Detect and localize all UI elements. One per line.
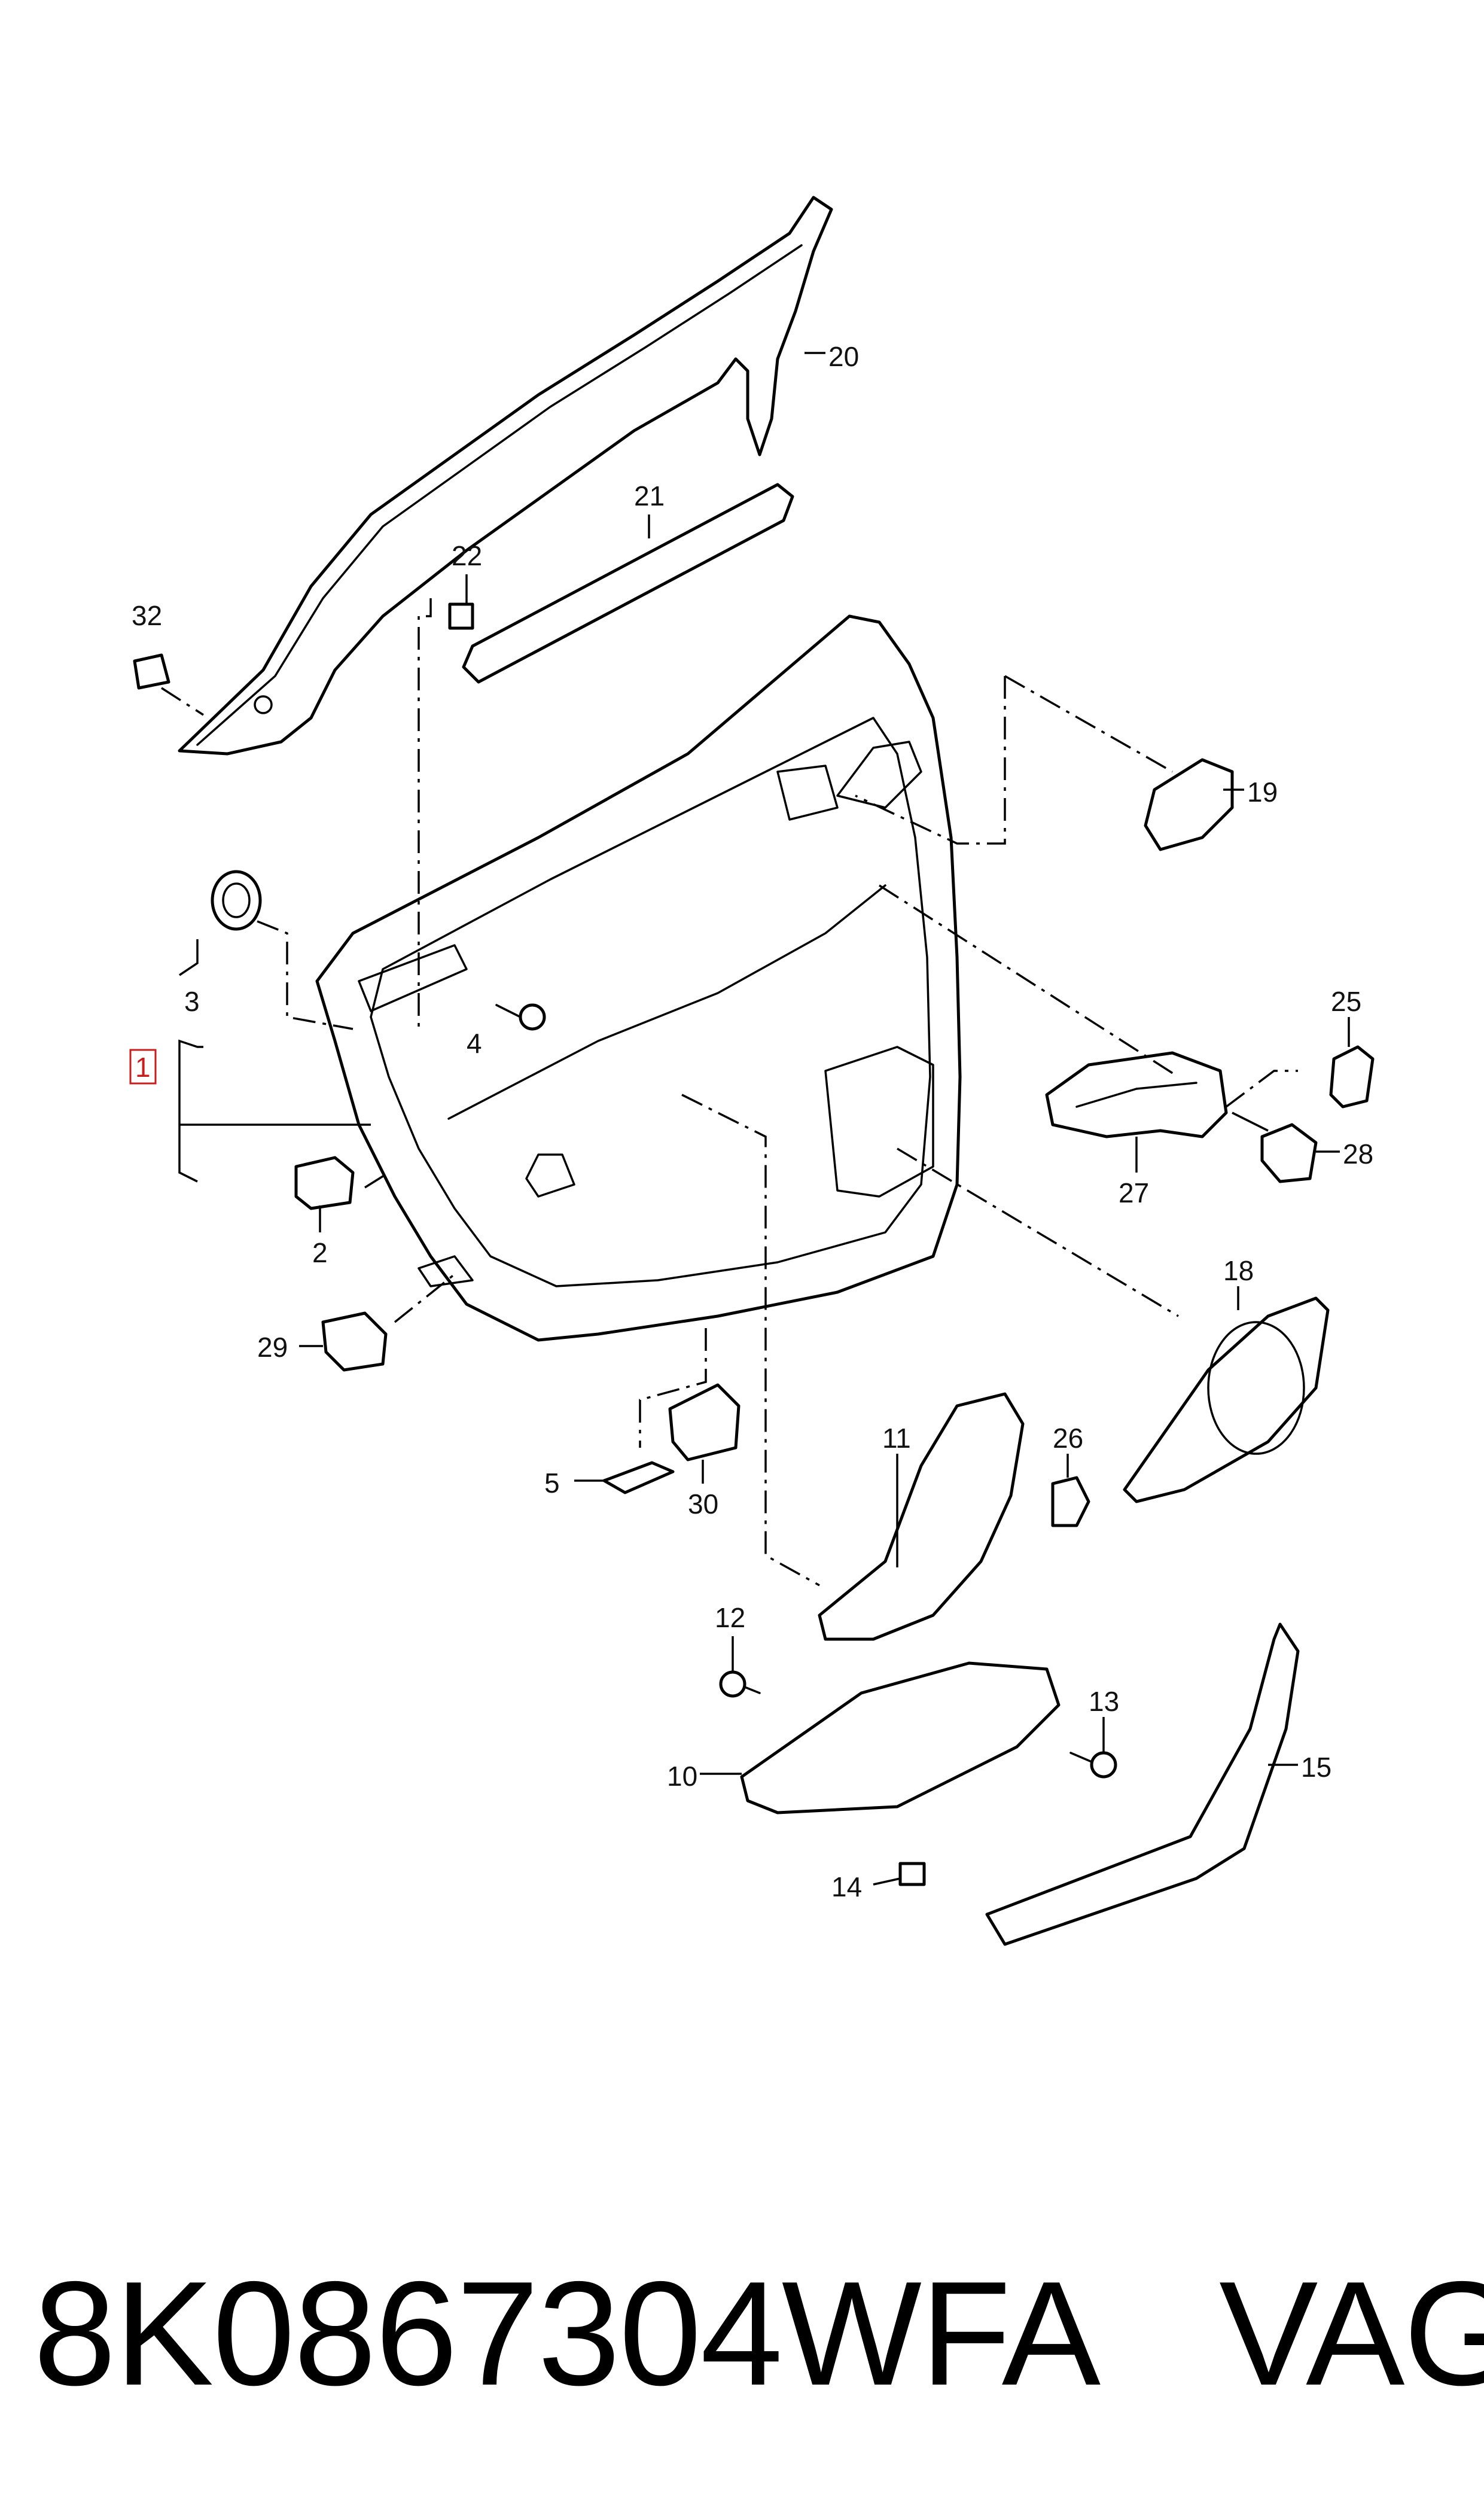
part-18-speaker-cover (1123, 1296, 1330, 1503)
part-28-button (1260, 1123, 1318, 1183)
callout-19: 19 (1247, 777, 1278, 808)
callout-22: 22 (452, 540, 482, 571)
part-number: 8K0867304WFA (33, 2250, 1101, 2416)
callout-20: 20 (828, 341, 859, 372)
leader-lines (161, 352, 1350, 1886)
part-14-clip (898, 1862, 926, 1886)
callout-28: 28 (1343, 1138, 1373, 1170)
part-2-clip-block (294, 1156, 355, 1210)
part-caption: 8K0867304WFA VAG (33, 2250, 1484, 2416)
callout-29: 29 (257, 1332, 288, 1363)
part-5-label (602, 1461, 675, 1494)
part-21-upper-trim-strip (462, 483, 794, 684)
part-32-cap (133, 653, 170, 690)
callout-4: 4 (467, 1028, 482, 1059)
callout-13: 13 (1089, 1686, 1119, 1717)
callout-25: 25 (1331, 986, 1361, 1017)
callout-1: 1 (135, 1052, 151, 1083)
brand-name: VAG (1219, 2250, 1484, 2416)
callouts: 20 21 22 32 3 4 1 2 29 19 25 28 27 18 26… (129, 341, 1373, 1902)
callout-18: 18 (1223, 1255, 1254, 1286)
callout-11: 11 (882, 1423, 911, 1454)
callout-2: 2 (312, 1237, 328, 1268)
part-10-storage-pocket (740, 1661, 1061, 1814)
callout-10: 10 (667, 1761, 697, 1792)
part-1-door-trim-panel (315, 614, 962, 1342)
part-11-armrest (818, 1392, 1025, 1641)
callout-21: 21 (634, 480, 665, 511)
callout-26: 26 (1053, 1423, 1083, 1454)
part-12-screw (719, 1670, 761, 1698)
callout-3: 3 (184, 986, 200, 1017)
part-22-clip (448, 602, 474, 630)
callout-14: 14 (831, 1871, 862, 1902)
callout-15: 15 (1301, 1752, 1331, 1783)
part-4-screw (495, 1003, 546, 1031)
callout-12: 12 (715, 1602, 745, 1633)
part-3-grommet (211, 870, 262, 931)
callout-5: 5 (544, 1467, 560, 1499)
part-20-window-frame-trim (178, 196, 833, 756)
part-30-switch (668, 1383, 741, 1462)
callout-30: 30 (688, 1488, 718, 1520)
part-13-screw (1069, 1751, 1117, 1779)
part-29-lamp (321, 1311, 388, 1372)
part-25-cap (1329, 1045, 1375, 1109)
part-27-interior-handle (1045, 1051, 1228, 1138)
part-19-cover (1144, 758, 1234, 851)
callout-1-box (129, 1049, 157, 1085)
callout-27: 27 (1119, 1177, 1149, 1208)
part-15-lower-trim-strip (985, 1622, 1300, 1946)
part-26-clip (1051, 1476, 1090, 1527)
callout-32: 32 (132, 600, 162, 631)
